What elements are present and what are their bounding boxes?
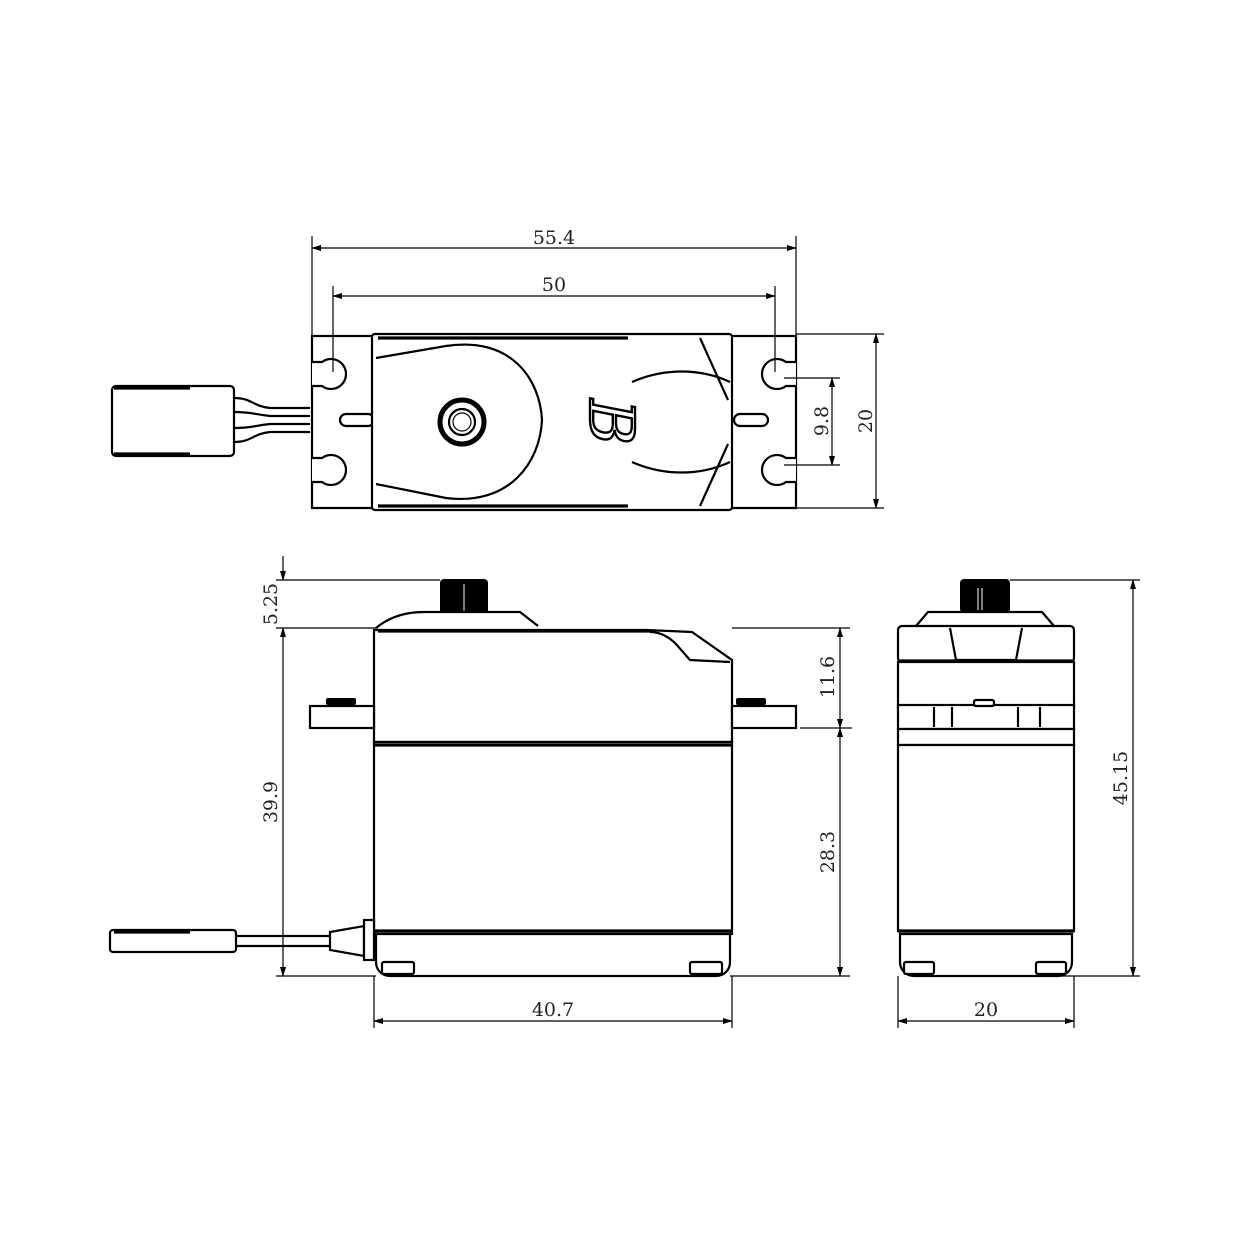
dimension-hole-spacing-length: 50 bbox=[332, 274, 776, 372]
output-spline-side bbox=[960, 579, 1010, 613]
dimension-top-to-flange: 11.6 bbox=[732, 627, 852, 729]
dimension-hole-spacing-width: 9.8 bbox=[784, 377, 840, 466]
dimension-width-top: 20 bbox=[796, 333, 884, 509]
top-view: B 55.4 50 9.8 bbox=[110, 227, 884, 512]
dim-label-45-15: 45.15 bbox=[1110, 751, 1132, 805]
dim-label-39-9: 39.9 bbox=[260, 781, 282, 823]
brand-logo: B bbox=[575, 398, 648, 445]
dimension-spline-height: 5.25 bbox=[260, 556, 440, 629]
dim-label-11-6: 11.6 bbox=[817, 656, 839, 698]
dimension-body-height: 39.9 bbox=[260, 627, 376, 977]
output-shaft bbox=[437, 397, 487, 447]
dim-label-20-top: 20 bbox=[855, 409, 877, 433]
dim-label-40-7: 40.7 bbox=[532, 999, 574, 1021]
dimension-flange-to-bottom: 28.3 bbox=[730, 727, 850, 977]
dim-label-28-3: 28.3 bbox=[817, 831, 839, 873]
dim-label-20-side: 20 bbox=[974, 999, 998, 1021]
dimension-overall-height: 45.15 bbox=[1010, 579, 1140, 977]
dim-label-50: 50 bbox=[542, 274, 566, 296]
servo-cable bbox=[108, 918, 376, 962]
dim-label-55-4: 55.4 bbox=[533, 227, 575, 249]
dim-label-5-25: 5.25 bbox=[260, 583, 282, 625]
connector-plug bbox=[110, 384, 310, 458]
side-view: 45.15 20 bbox=[896, 579, 1140, 1028]
dim-label-9-8: 9.8 bbox=[811, 406, 833, 436]
servo-body-top: B bbox=[310, 332, 798, 512]
front-view: 5.25 39.9 11.6 28.3 40.7 bbox=[108, 556, 852, 1028]
dimension-body-length: 40.7 bbox=[373, 976, 733, 1028]
dimension-overall-length: 55.4 bbox=[311, 227, 797, 336]
dimension-width-side: 20 bbox=[897, 976, 1075, 1028]
